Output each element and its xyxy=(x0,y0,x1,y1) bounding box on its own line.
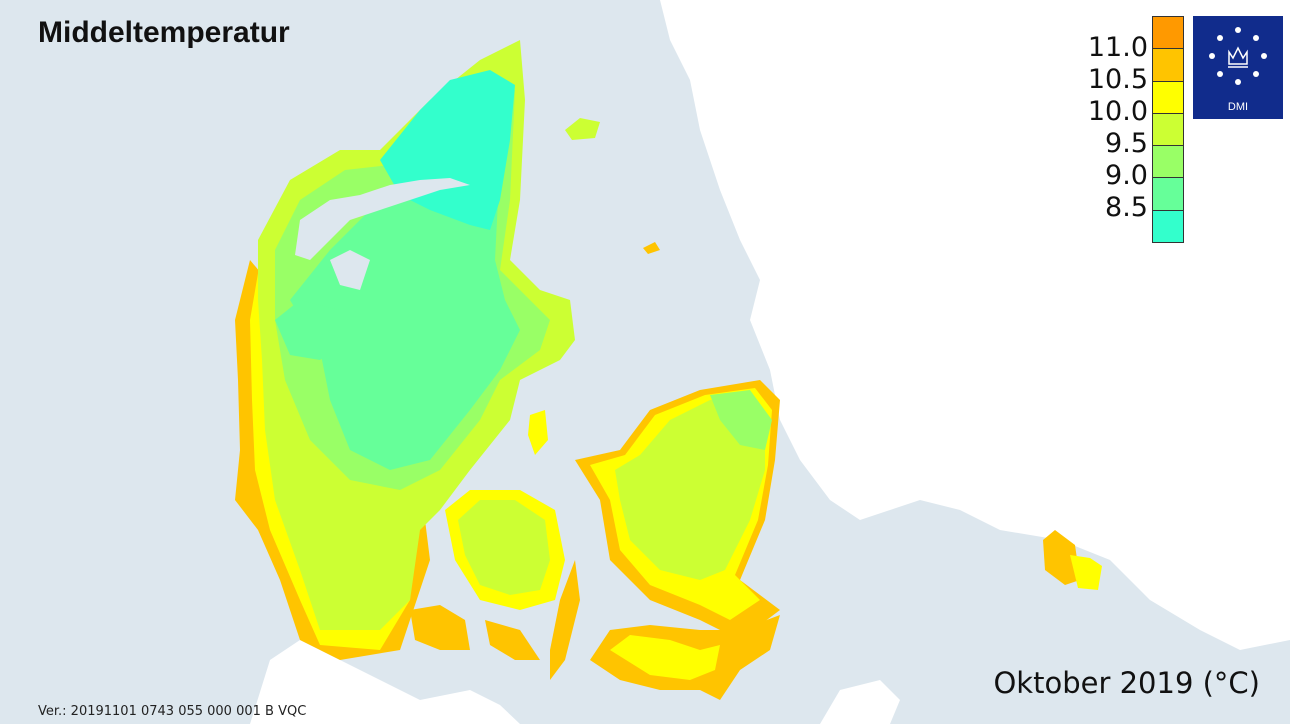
anholt xyxy=(643,242,660,254)
legend-swatch-2 xyxy=(1153,49,1183,82)
legend-swatch-6 xyxy=(1153,178,1183,211)
map-title: Middeltemperatur xyxy=(38,16,290,49)
fjord-2 xyxy=(330,250,370,290)
langeland xyxy=(550,560,580,680)
limfjord xyxy=(295,178,470,260)
land-germany xyxy=(250,640,520,724)
legend-swatch-5 xyxy=(1153,146,1183,179)
zealand-green xyxy=(710,390,772,450)
bornholm-orange xyxy=(1043,530,1080,585)
legend-label: 9.5 xyxy=(1105,128,1148,159)
dmi-label: DMI xyxy=(1227,101,1249,113)
zealand-main xyxy=(615,395,765,580)
lolland-yellow xyxy=(610,635,720,680)
crown-icon xyxy=(1209,27,1267,85)
legend-label: 8.5 xyxy=(1105,192,1148,223)
version-text: Ver.: 20191101 0743 055 000 001 B VQC xyxy=(38,704,307,719)
legend-label: 10.5 xyxy=(1087,64,1148,95)
west-jutland-cyan xyxy=(275,300,350,360)
land-sweden xyxy=(660,0,1290,650)
small-island-1 xyxy=(485,620,540,660)
color-legend xyxy=(1152,16,1184,243)
legend-swatch-7 xyxy=(1153,210,1183,242)
legend-swatch-1 xyxy=(1153,17,1183,50)
legend-label: 9.0 xyxy=(1105,160,1148,191)
legend-label: 10.0 xyxy=(1087,96,1148,127)
jutland-teal-green xyxy=(290,150,520,470)
bornholm-yellow xyxy=(1070,555,1102,590)
legend-swatch-3 xyxy=(1153,81,1183,114)
legend-swatch-4 xyxy=(1153,113,1183,147)
land-rugen xyxy=(820,680,900,724)
dmi-logo: DMI xyxy=(1193,16,1283,119)
legend-label: 11.0 xyxy=(1087,32,1148,63)
samso xyxy=(528,410,548,455)
funen-main xyxy=(458,500,550,595)
laeso xyxy=(565,118,600,140)
als-aero xyxy=(410,605,470,650)
period-caption: Oktober 2019 (°C) xyxy=(993,666,1260,700)
